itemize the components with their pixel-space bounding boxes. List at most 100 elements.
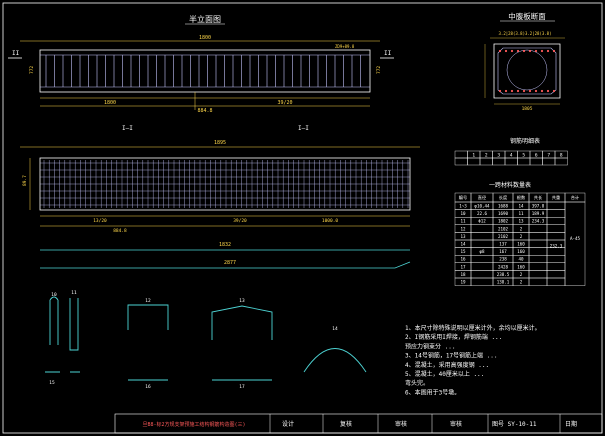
half-elevation: 1800 39/20 884.8 1800 II II 772 772 ZD9+… xyxy=(8,35,394,114)
long-bar-a: 1832 xyxy=(219,242,231,248)
qty-cell: 1690 xyxy=(498,211,509,216)
note-line: 6、本图用于3号墩。 xyxy=(405,388,460,396)
qty-cell: 160 xyxy=(517,242,525,247)
qty-cell: 12 xyxy=(460,226,466,231)
plan-dim-top: 1895 xyxy=(214,140,226,146)
qty-cell: 2102 xyxy=(498,234,509,239)
section-top-dim: 3.2|28(3.8)3.2|28(3.8) xyxy=(499,31,552,36)
plan-dim-total: 884.8 xyxy=(113,228,127,234)
qty-cell: 16 xyxy=(460,257,466,262)
qty-cell: 10 xyxy=(460,211,466,216)
rebar-table: 1 2 3 4 5 6 7 8 xyxy=(454,150,568,166)
drawing-name: 旦B8-标2方规支架预施工结构钢筋构造图(三) xyxy=(142,421,245,428)
plan-mark-left: I—I xyxy=(122,125,133,132)
bent-bar-label: 13 xyxy=(239,298,245,304)
rebar-header-cell: 7 xyxy=(547,152,550,158)
rebar-header-cell: 2 xyxy=(485,152,488,158)
qty-cell: 234.3 xyxy=(532,219,545,224)
mid-section-title: 中腹板断面 xyxy=(508,11,546,21)
qty-header-cell: 直径 xyxy=(478,194,486,200)
note-line: 弯头完。 xyxy=(405,379,429,387)
qty-cell: 2 xyxy=(520,280,523,285)
elev-note-tag: ZD9+89.8 xyxy=(335,44,355,49)
qty-cell: φ8 xyxy=(479,249,485,254)
rebar-table-title: 钢筋明细表 xyxy=(510,137,540,145)
qty-header-cell: 根数 xyxy=(517,194,526,201)
qty-cell: 1802 xyxy=(498,219,509,224)
qty-cell: 238 xyxy=(499,257,507,262)
bent-bar-label: 16 xyxy=(145,384,151,390)
title-block: 旦B8-标2方规支架预施工结构钢筋构造图(三) 设计 复核 审核 审核 图号 S… xyxy=(114,413,603,434)
qty-total-b: A-45 xyxy=(570,236,581,241)
qty-cell: Φ12 xyxy=(478,219,486,224)
tb-review: 复核 xyxy=(340,420,352,428)
qty-table-title: 一跨材料数量表 xyxy=(489,181,531,189)
section-mark-right: II xyxy=(384,50,392,57)
qty-cell: 160 xyxy=(517,249,525,254)
rebar-header-cell: 6 xyxy=(535,152,538,158)
plan-view: 1895 89.7 13/20 39/20 1000.0 884.8 xyxy=(20,140,420,234)
bent-bar-label: 14 xyxy=(332,326,338,332)
note-line: 2、I钢筋采用I焊接，焊钢筋端 ... xyxy=(405,333,502,341)
qty-cell: 2 xyxy=(520,226,523,231)
qty-cell: 14 xyxy=(460,242,466,247)
rebar-header-cell: 8 xyxy=(560,152,563,158)
qty-cell: 2 xyxy=(520,234,523,239)
rebar-header-cell: 5 xyxy=(522,152,525,158)
qty-header-cell: 长度 xyxy=(499,194,508,201)
rebar-header-cell: 3 xyxy=(497,152,500,158)
plan-left-height: 89.7 xyxy=(22,175,28,186)
qty-cell: 14 xyxy=(518,204,524,209)
bent-bar-label: 12 xyxy=(145,298,151,304)
elev-dim-b: 39/20 xyxy=(277,100,292,106)
qty-cell: φ10,44 xyxy=(474,204,490,209)
qty-cell: 189.9 xyxy=(532,211,545,216)
elev-dim-a: 1800 xyxy=(104,100,116,106)
note-line: 预应力钢束分 ... xyxy=(405,342,455,350)
qty-total-a: 232.3 xyxy=(550,244,563,249)
qty-cell: 18 xyxy=(460,272,466,277)
bent-bar-label: 17 xyxy=(239,384,245,390)
bent-bar-label: 15 xyxy=(49,380,55,386)
qty-cell: 160 xyxy=(517,264,525,269)
tb-drawing-no: 图号 SY-10-11 xyxy=(492,421,537,428)
qty-cell: 2 xyxy=(520,272,523,277)
long-bar-drawings: 1832 2877 xyxy=(40,242,411,269)
bent-bar-label: 10 xyxy=(51,292,57,298)
note-line: 4、混凝土，采用高强度钢 ... xyxy=(405,361,489,369)
qty-cell: 238.5 xyxy=(497,272,510,277)
elev-left-height: 772 xyxy=(29,66,35,74)
qty-cell: 2428 xyxy=(498,264,509,269)
elev-dim-top: 1800 xyxy=(199,35,211,41)
qty-header-cell: 编号 xyxy=(459,194,467,201)
mid-section: 3.2|28(3.8)3.2|28(3.8) 1805 xyxy=(484,31,565,112)
bent-bar-details xyxy=(45,296,367,381)
rebar-header-cell: 1 xyxy=(472,152,475,158)
tb-check: 审核 xyxy=(395,420,407,428)
qty-cell: 1~3 xyxy=(459,204,467,209)
long-bar-b: 2877 xyxy=(224,260,236,266)
note-line: 3、14号钢筋，17号钢筋上端 ... xyxy=(405,352,498,360)
qty-cell: 11 xyxy=(518,211,524,216)
notes: 1、本尺寸除特殊说明以厘米计外，余均以厘米计。2、I钢筋采用I焊接，焊钢筋端 .… xyxy=(405,324,541,396)
plan-dim-c: 1000.0 xyxy=(322,218,339,224)
note-line: 5、混凝土，40厘米以上 ... xyxy=(405,370,484,378)
plan-dim-b: 39/20 xyxy=(233,218,247,224)
note-line: 1、本尺寸除特殊说明以厘米计外，余均以厘米计。 xyxy=(405,324,541,332)
plan-dim-a: 13/20 xyxy=(93,218,107,224)
qty-cell: 13 xyxy=(518,219,524,224)
qty-header-cell: 共重 xyxy=(552,194,560,201)
bent-bar-label: 11 xyxy=(71,290,77,296)
qty-cell: 22.6 xyxy=(477,211,488,216)
tb-design: 设计 xyxy=(282,420,294,428)
tb-approve: 审核 xyxy=(450,420,462,428)
qty-cell: 15 xyxy=(460,249,466,254)
elev-dim-total: 884.8 xyxy=(197,108,212,114)
qty-cell: 11 xyxy=(460,219,466,224)
rebar-header-cell: 4 xyxy=(510,152,513,158)
section-mark-left: II xyxy=(12,50,20,57)
elev-right-height: 772 xyxy=(376,66,382,74)
